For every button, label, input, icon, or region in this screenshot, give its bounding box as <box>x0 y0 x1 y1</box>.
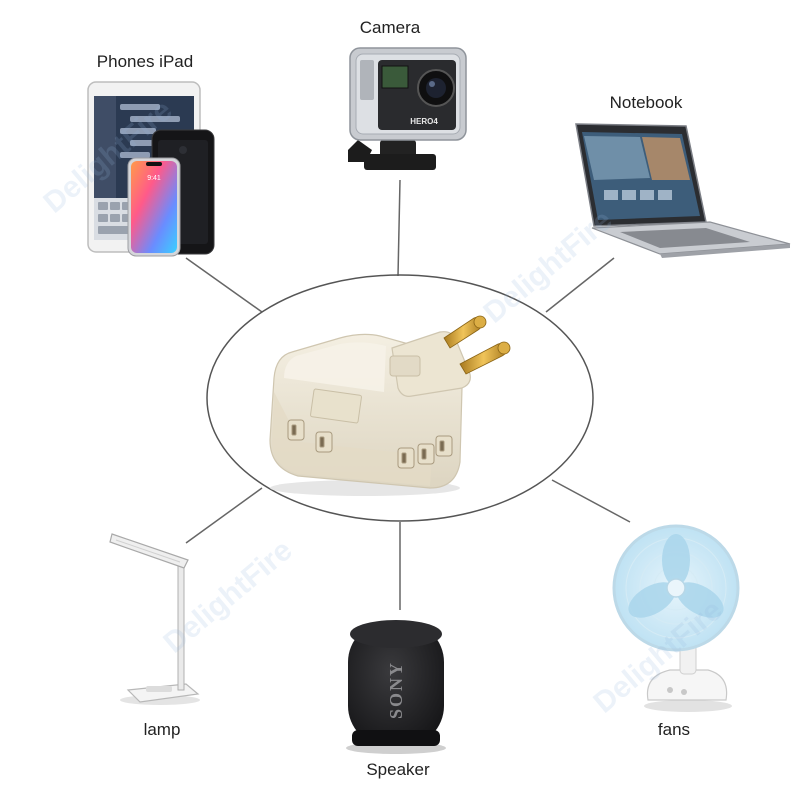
label-fans: fans <box>657 720 691 739</box>
line-fans <box>551 479 631 523</box>
label-speaker: Speaker <box>366 760 430 779</box>
speaker-brand-text: SONY <box>386 661 406 719</box>
line-camera <box>397 179 401 277</box>
line-lamp <box>185 487 263 544</box>
plug-adapter-image <box>269 315 511 496</box>
line-phones <box>185 257 263 313</box>
camera-model-text: HERO4 <box>410 117 438 126</box>
line-notebook <box>545 257 615 313</box>
center-ellipse <box>206 274 594 522</box>
svg-text:9:41: 9:41 <box>147 175 161 182</box>
phones-ipad-image: 9:41 <box>87 81 215 257</box>
notebook-image <box>575 123 791 258</box>
speaker-image: SONY <box>346 620 446 754</box>
label-lamp: lamp <box>143 720 181 739</box>
label-camera: Camera <box>359 18 421 37</box>
camera-image: HERO4 <box>348 47 467 170</box>
connector-lines <box>185 179 631 610</box>
fan-image <box>612 524 740 712</box>
label-notebook: Notebook <box>609 93 683 112</box>
lamp-image <box>109 533 200 705</box>
label-phones: Phones iPad <box>96 52 194 71</box>
